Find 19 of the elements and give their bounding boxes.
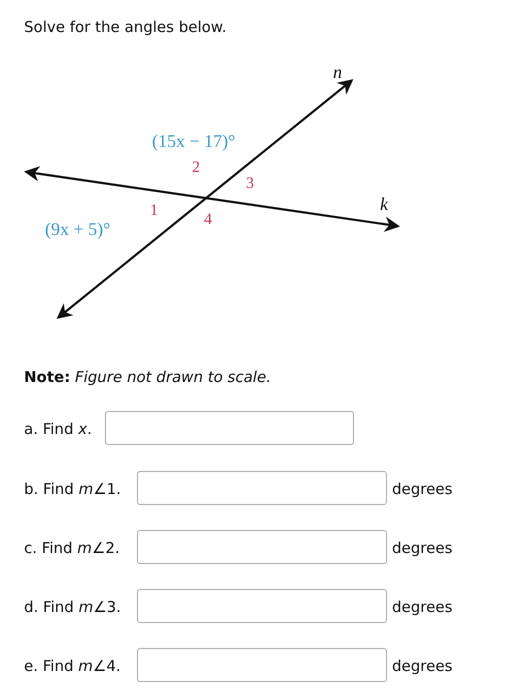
unit-text: degrees [392, 480, 452, 498]
angle-number: 4 [204, 211, 212, 229]
instruction-text: Solve for the angles below. [24, 18, 226, 36]
angle-number: 1 [150, 202, 158, 220]
unit-text: degrees [392, 598, 452, 616]
angle-number: 2 [192, 159, 200, 177]
question-text: e. Find m∠4. [24, 657, 121, 675]
question-text: d. Find m∠3. [24, 598, 121, 616]
question-text: b. Find m∠1. [24, 480, 121, 498]
unit-text: degrees [392, 539, 452, 557]
unit-text: degrees [392, 657, 452, 675]
angle-expression: (15x − 17)° [152, 131, 236, 152]
angle-number: 3 [246, 175, 254, 193]
question-text: c. Find m∠2. [24, 539, 120, 557]
question-text: a. Find x. [24, 420, 92, 438]
angle-expression: (9x + 5)° [45, 219, 110, 240]
note-text: Note: Figure not drawn to scale. [24, 368, 271, 386]
line-name: k [380, 194, 388, 215]
line-name: n [333, 62, 342, 83]
